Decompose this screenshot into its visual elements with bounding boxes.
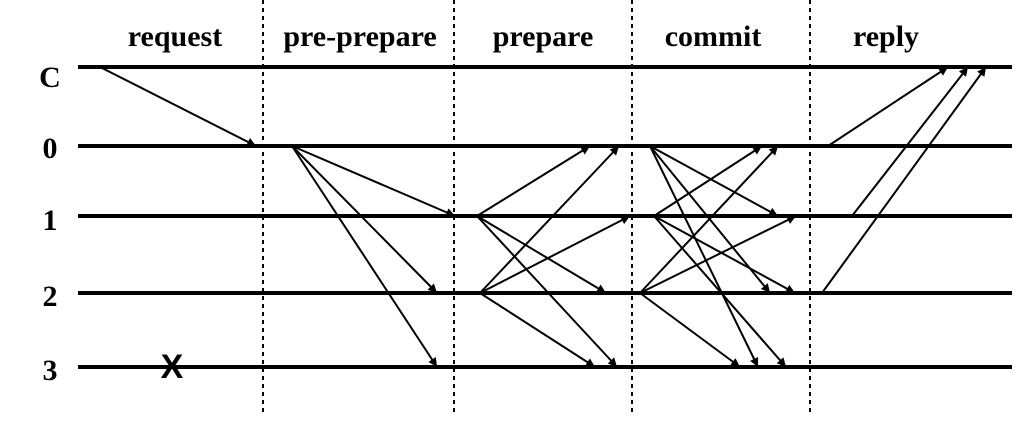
crash-mark: X [161, 348, 184, 386]
message-arrow-prepare-2-to-3 [479, 292, 596, 368]
message-arrow-commit-0-to-3 [649, 145, 759, 368]
message-arrow-pre-prepare-0-to-1 [291, 145, 456, 217]
message-arrow-pre-prepare-0-to-2 [291, 145, 438, 294]
message-arrow-commit-1-to-0 [653, 145, 763, 217]
phase-label-prepare: prepare [493, 20, 594, 53]
phase-label-pre-prepare: pre-prepare [283, 20, 436, 53]
message-arrow-commit-1-to-2 [653, 215, 796, 294]
message-arrow-prepare-2-to-1 [479, 215, 631, 294]
message-arrow-pre-prepare-0-to-3 [291, 145, 438, 368]
message-arrow-request-C-to-0 [99, 66, 257, 147]
phase-label-reply: reply [853, 20, 919, 53]
message-arrow-prepare-2-to-0 [479, 145, 620, 294]
message-arrow-reply-1-to-C [851, 66, 969, 217]
message-arrows [99, 66, 987, 368]
node-label-client: C [39, 61, 61, 94]
message-arrow-prepare-1-to-0 [476, 145, 591, 217]
message-arrow-prepare-1-to-2 [476, 215, 607, 294]
message-arrow-commit-0-to-1 [649, 145, 779, 217]
message-arrow-reply-2-to-C [821, 66, 987, 294]
phase-label-commit: commit [665, 20, 762, 53]
message-arrow-commit-2-to-0 [639, 145, 779, 294]
node-label-replica-3: 3 [43, 354, 58, 387]
message-arrow-prepare-1-to-3 [476, 215, 618, 368]
message-arrow-reply-0-to-C [827, 66, 949, 147]
node-label-replica-2: 2 [43, 280, 58, 313]
node-label-replica-0: 0 [43, 132, 58, 165]
message-arrow-commit-1-to-3 [653, 215, 787, 368]
phase-label-request: request [128, 20, 222, 53]
message-arrow-commit-2-to-3 [639, 292, 741, 368]
node-label-replica-1: 1 [43, 204, 58, 237]
message-arrow-commit-2-to-1 [639, 215, 797, 294]
